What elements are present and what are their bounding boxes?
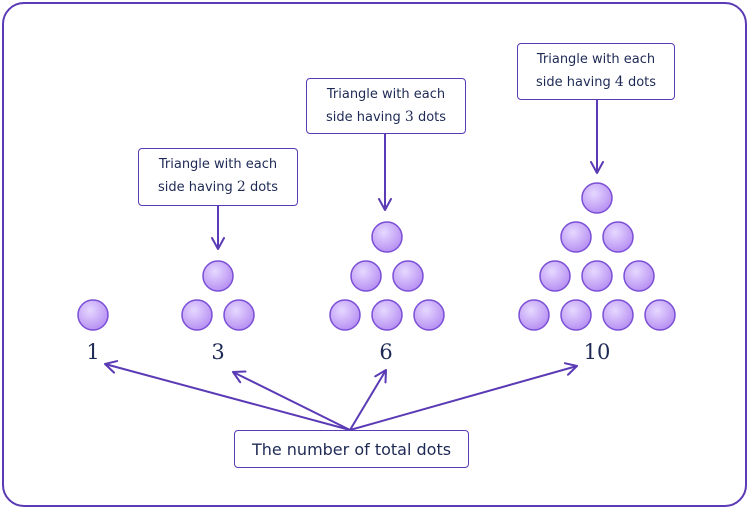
callout-text: dots — [417, 110, 447, 125]
dot — [602, 221, 634, 253]
dot — [371, 299, 403, 331]
dot — [623, 260, 655, 292]
total-label-1: 1 — [86, 340, 100, 364]
dot — [581, 260, 613, 292]
callout-side-2: Triangle with each side having 2 dots — [138, 148, 298, 206]
dot — [371, 221, 403, 253]
callout-line2: side having 4 dots — [518, 71, 674, 94]
callout-text: dots — [627, 75, 657, 90]
dot — [392, 260, 424, 292]
dot — [602, 299, 634, 331]
total-arrow-3 — [232, 370, 351, 431]
callout-line2: side having 3 dots — [307, 106, 465, 129]
dot — [181, 299, 213, 331]
total-label-6: 6 — [379, 340, 393, 364]
dot — [223, 299, 255, 331]
dots-layer — [77, 182, 676, 331]
callout-line1: Triangle with each — [536, 52, 656, 67]
dot — [413, 299, 445, 331]
dot — [644, 299, 676, 331]
callout-number: 3 — [404, 109, 414, 125]
callout-side-3: Triangle with each side having 3 dots — [306, 78, 466, 134]
dot — [329, 299, 361, 331]
callout-line2: side having 2 dots — [139, 176, 297, 199]
total-label-10: 10 — [583, 340, 611, 364]
total-label-3: 3 — [211, 340, 225, 364]
total-arrow-6 — [349, 369, 387, 431]
callout-number: 4 — [614, 74, 624, 90]
total-dots-label: The number of total dots — [234, 430, 469, 468]
callout-number: 2 — [236, 179, 246, 195]
dot — [581, 182, 613, 214]
dot — [560, 299, 592, 331]
callout-text: side having — [157, 180, 233, 195]
dot — [202, 260, 234, 292]
dot — [77, 299, 109, 331]
dot — [518, 299, 550, 331]
dot — [350, 260, 382, 292]
callout-text: side having — [325, 110, 401, 125]
callout-text: dots — [249, 180, 279, 195]
dot — [539, 260, 571, 292]
dot — [560, 221, 592, 253]
total-arrow-1 — [104, 360, 351, 431]
callout-side-4: Triangle with each side having 4 dots — [517, 43, 675, 100]
callout-line1: Triangle with each — [158, 157, 278, 172]
total-arrow-10 — [349, 362, 578, 431]
arrows-layer — [104, 100, 604, 431]
callout-text: side having — [535, 75, 611, 90]
callout-line1: Triangle with each — [326, 87, 446, 102]
